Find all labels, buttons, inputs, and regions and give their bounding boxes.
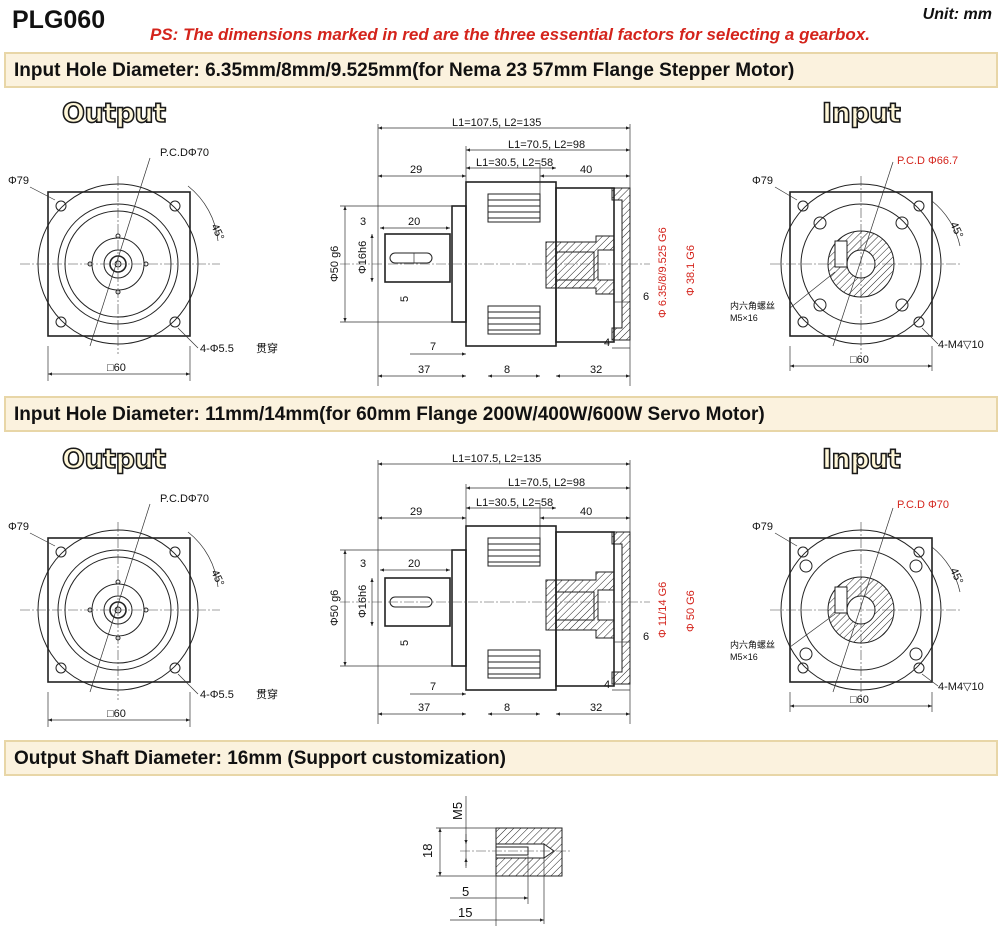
output-thru-label: 贯穿 [256,341,278,355]
side-d7: 7 [430,681,436,693]
side-d6: 6 [643,291,649,303]
input-screw-cn: 内六角螺丝 [730,639,775,650]
input-pcd-label: P.C.D Φ66.7 [897,155,958,167]
shaft-d5: 5 [462,884,469,899]
side-d4: 4 [604,679,610,691]
output-pcd-label: P.C.DΦ70 [160,493,209,505]
shaft-d18: 18 [420,844,435,858]
side-d29: 29 [410,164,422,176]
input-dia-label: Φ79 [752,521,773,533]
side-l-total: L1=107.5, L2=135 [452,117,541,129]
input-tap-label: 4-M4▽10 [938,681,984,693]
side-d29: 29 [410,506,422,518]
section2-output-front-view: Φ79 P.C.DΦ70 45° 4-Φ5.5 贯穿 □60 [8,493,278,727]
input-dia-label: Φ79 [752,175,773,187]
side-l-short: L1=30.5, L2=58 [476,157,553,169]
input-screw-label: M5×16 [730,652,758,662]
side-d8: 8 [504,364,510,376]
section1-banner: Input Hole Diameter: 6.35mm/8mm/9.525mm(… [4,52,998,88]
side-d8: 8 [504,702,510,714]
section1-input-front-view: Φ79 P.C.D Φ66.7 45° 内六角螺丝 M5×16 4-M4▽10 … [730,155,984,371]
side-d6: 6 [643,631,649,643]
side-d7: 7 [430,341,436,353]
input-square-label: □60 [850,354,869,366]
input-square-label: □60 [850,694,869,706]
side-d40: 40 [580,506,592,518]
section2-input-tag: Input [821,443,901,476]
section1-output-front-view: Φ79 P.C.DΦ70 45° 4-Φ5.5 贯穿 □60 [8,147,278,381]
input-screw-cn: 内六角螺丝 [730,300,775,311]
side-key-dia: Φ16h6 [357,585,369,618]
shaft-end-section: 18 M5 5 15 [420,796,570,926]
input-tap-label: 4-M4▽10 [938,339,984,351]
ps-note: PS: The dimensions marked in red are the… [150,25,870,45]
input-angle-label: 45° [947,566,965,586]
section2-output-tag: Output [61,443,167,476]
input-screw-label: M5×16 [730,313,758,323]
output-angle-label: 45° [208,568,226,588]
output-holes-label: 4-Φ5.5 [200,689,234,701]
side-l-mid: L1=70.5, L2=98 [508,477,585,489]
side-l-mid: L1=70.5, L2=98 [508,139,585,151]
section3-shaft-drawing: 18 M5 5 15 [420,796,570,926]
side-bore-dia: Φ 6.35/8/9.525 G6 [657,227,669,318]
output-square-label: □60 [107,362,126,374]
output-shaft [384,233,451,283]
section2-input-front-view: Φ79 P.C.D Φ70 45° 内六角螺丝 M5×16 4-M4▽10 □6… [730,499,984,712]
side-l-total: L1=107.5, L2=135 [452,453,541,465]
side-d3: 3 [360,216,366,228]
model-title: PLG060 [12,6,106,34]
section2-drawings: Φ79 P.C.DΦ70 45° 4-Φ5.5 贯穿 □60 L1=107.5,… [8,453,984,727]
side-d5: 5 [399,640,411,646]
side-d20: 20 [408,558,420,570]
side-key-dia: Φ16h6 [357,241,369,274]
output-pcd-label: P.C.DΦ70 [160,147,209,159]
side-bore-dia: Φ 11/14 G6 [657,582,669,638]
shaft-thread: M5 [450,802,465,820]
page-header: PLG060 PS: The dimensions marked in red … [0,0,1000,52]
side-l-short: L1=30.5, L2=58 [476,497,553,509]
input-angle-label: 45° [947,220,965,240]
shaft-d15: 15 [458,905,472,920]
side-d32: 32 [590,702,602,714]
side-d37: 37 [418,364,430,376]
section2-side-view: L1=107.5, L2=135 L1=70.5, L2=98 L1=30.5,… [329,453,697,724]
unit-label: Unit: mm [922,6,992,23]
gearbox-body [465,181,557,347]
side-shaft-dia: Φ50 g6 [329,246,341,282]
output-dia-label: Φ79 [8,521,29,533]
section1-drawings: Φ79 P.C.DΦ70 45° 4-Φ5.5 贯穿 □60 L1=107.5,… [8,117,984,386]
output-thru-label: 贯穿 [256,687,278,701]
side-spigot-dia: Φ 50 G6 [685,590,697,632]
side-spigot-dia: Φ 38.1 G6 [685,245,697,296]
ps-text: The dimensions marked in red are the thr… [183,25,870,44]
section1-output-tag: Output [61,97,167,130]
section1-input-tag: Input [821,97,901,130]
side-d20: 20 [408,216,420,228]
side-d5: 5 [399,296,411,302]
output-dia-label: Φ79 [8,175,29,187]
output-square-label: □60 [107,708,126,720]
side-shaft-dia: Φ50 g6 [329,590,341,626]
output-angle-label: 45° [208,222,226,242]
section1-side-view: L1=107.5, L2=135 L1=70.5, L2=98 L1=30.5,… [329,117,697,386]
side-d3: 3 [360,558,366,570]
section2-banner: Input Hole Diameter: 11mm/14mm(for 60mm … [4,396,998,432]
input-pcd-label: P.C.D Φ70 [897,499,949,511]
side-d4: 4 [604,337,610,349]
side-d40: 40 [580,164,592,176]
side-d32: 32 [590,364,602,376]
section3-banner: Output Shaft Diameter: 16mm (Support cus… [4,740,998,776]
shaft-key [389,252,433,264]
ps-label: PS: [150,25,179,44]
side-d37: 37 [418,702,430,714]
output-holes-label: 4-Φ5.5 [200,343,234,355]
